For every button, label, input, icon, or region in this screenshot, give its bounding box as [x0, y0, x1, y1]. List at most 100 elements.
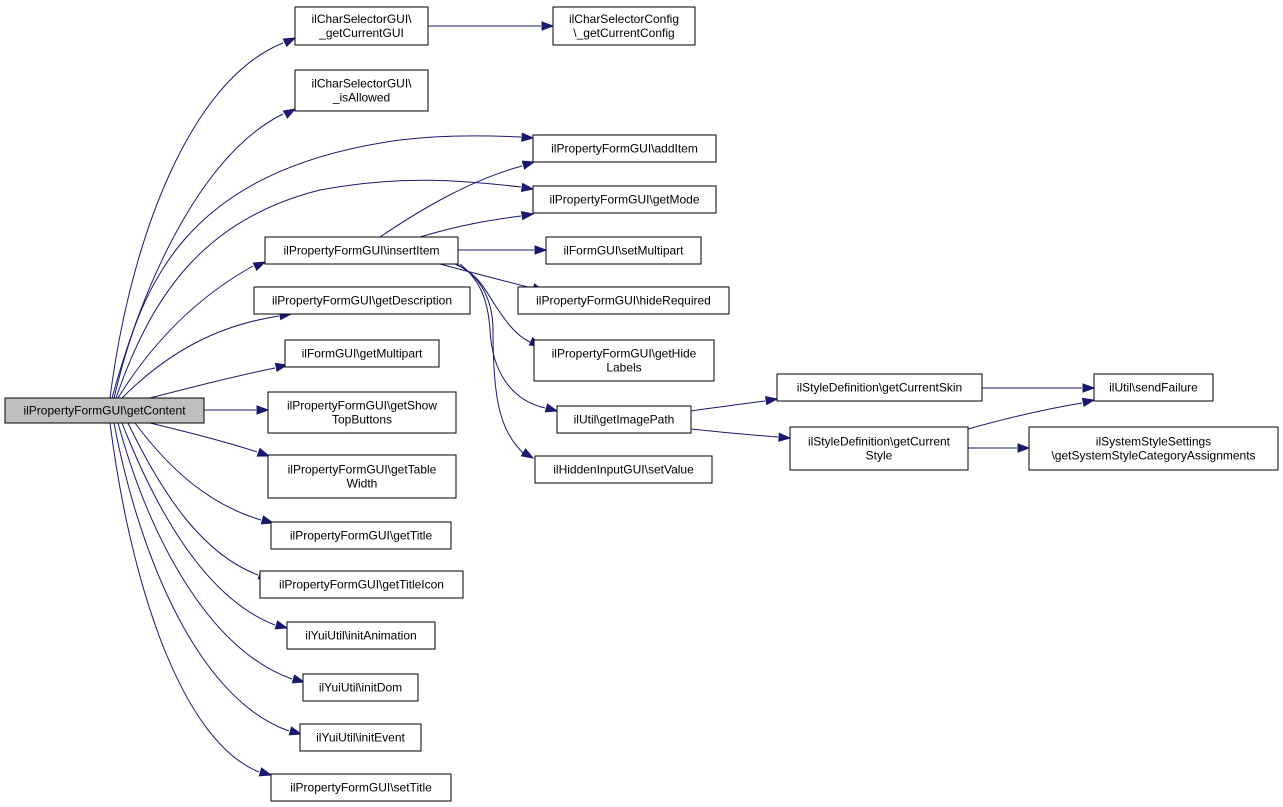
node-get-image-path[interactable]: ilUtil\getImagePath: [556, 405, 692, 434]
edge-getcontent-initdom-arrowhead: [291, 674, 306, 684]
node-label: \_getCurrentConfig: [573, 26, 674, 40]
node-box: [532, 185, 717, 214]
node-label: ilFormGUI\setMultipart: [563, 244, 684, 258]
edge-getcontent-additem-arrowhead: [521, 132, 535, 142]
node-box: [1093, 373, 1214, 402]
node-box: [556, 405, 692, 434]
edge-getcontent-getshowtopbuttons-arrowhead: [256, 405, 270, 415]
node-box: [264, 236, 459, 265]
node-box: [270, 773, 452, 802]
node-label: Style: [866, 449, 893, 463]
edge-getimagepath-getcurrentskin-arrowhead: [764, 395, 779, 406]
node-label: ilPropertyFormGUI\addItem: [551, 142, 698, 156]
node-label: ilCharSelectorGUI\: [311, 77, 412, 91]
edge-getcurrentstyle-sendfailure-arrowhead: [1081, 397, 1096, 408]
node-box: [284, 339, 440, 368]
node-add-item[interactable]: ilPropertyFormGUI\addItem: [532, 134, 717, 163]
node-label: \getSystemStyleCategoryAssignments: [1051, 449, 1255, 463]
edge-getcurrentskin-sendfailure-arrowhead: [1082, 383, 1096, 393]
edge-getcontent-gettitle: [134, 422, 262, 521]
edge-getcontent-gettablewidth: [149, 422, 258, 453]
node-get-description[interactable]: ilPropertyFormGUI\getDescription: [253, 286, 471, 315]
edge-getcontent-initevent-arrowhead: [288, 726, 303, 736]
node-label: ilCharSelectorGUI\: [311, 12, 412, 26]
node-label: _getCurrentGUI: [318, 26, 404, 40]
edge-insertitem-additem-arrowhead: [521, 160, 536, 170]
node-label: ilPropertyFormGUI\setTitle: [290, 781, 432, 795]
node-label: ilYuiUtil\initDom: [319, 681, 402, 695]
edge-insertitem-setvalue-arrowhead: [520, 448, 535, 459]
edge-insertitem-hiderequired: [439, 263, 533, 289]
edge-getcontent-gettablewidth-arrowhead: [256, 447, 271, 457]
edge-getcontent-getcurrentgui: [109, 42, 284, 399]
node-box: [286, 621, 436, 650]
edge-getcontent-initanimation: [121, 422, 276, 626]
node-init-dom[interactable]: ilYuiUtil\initDom: [302, 673, 419, 702]
edge-getcontent-getmultipart-arrowhead: [274, 362, 289, 373]
node-get-multipart[interactable]: ilFormGUI\getMultipart: [284, 339, 440, 368]
node-insert-item[interactable]: ilPropertyFormGUI\insertItem: [264, 236, 459, 265]
node-label: ilPropertyFormGUI\getShow: [287, 399, 437, 413]
node-box: [253, 286, 471, 315]
node-send-failure[interactable]: ilUtil\sendFailure: [1093, 373, 1214, 402]
edge-getcontent-getmode: [115, 179, 522, 399]
node-char-get-current-config[interactable]: ilCharSelectorConfig\_getCurrentConfig: [552, 6, 696, 46]
node-get-title[interactable]: ilPropertyFormGUI\getTitle: [270, 521, 452, 550]
node-label: ilPropertyFormGUI\getContent: [23, 404, 186, 418]
node-box: [789, 426, 969, 471]
node-set-multipart[interactable]: ilFormGUI\setMultipart: [545, 236, 702, 265]
edge-insertitem-getmode-arrowhead: [520, 210, 535, 221]
node-sys-style[interactable]: ilSystemStyleSettings\getSystemStyleCate…: [1028, 426, 1279, 471]
node-box: [259, 570, 464, 599]
node-label: ilYuiUtil\initEvent: [316, 731, 405, 745]
edge-getcontent-getcurrentgui-arrowhead: [282, 37, 297, 48]
node-get-current-skin[interactable]: ilStyleDefinition\getCurrentSkin: [776, 373, 983, 402]
node-label: ilSystemStyleSettings: [1096, 435, 1211, 449]
node-set-value[interactable]: ilHiddenInputGUI\setValue: [534, 455, 713, 484]
edge-getcurrentstyle-sysstyle-arrowhead: [1017, 443, 1031, 453]
node-box: [302, 673, 419, 702]
edge-insertitem-additem: [379, 165, 523, 238]
node-label: ilCharSelectorConfig: [569, 12, 679, 26]
node-label: ilPropertyFormGUI\getDescription: [272, 294, 452, 308]
node-init-event[interactable]: ilYuiUtil\initEvent: [299, 723, 422, 752]
node-label: ilPropertyFormGUI\getMode: [549, 193, 699, 207]
edge-getcontent-initevent: [113, 422, 290, 732]
node-get-title-icon[interactable]: ilPropertyFormGUI\getTitleIcon: [259, 570, 464, 599]
node-label: ilFormGUI\getMultipart: [302, 347, 423, 361]
node-label: ilHiddenInputGUI\setValue: [553, 463, 694, 477]
node-init-animation[interactable]: ilYuiUtil\initAnimation: [286, 621, 436, 650]
node-box: [533, 339, 715, 382]
node-char-get-current-g-u-i[interactable]: ilCharSelectorGUI\_getCurrentGUI: [294, 6, 429, 46]
node-box: [294, 69, 429, 112]
node-box: [776, 373, 983, 402]
node-label: ilPropertyFormGUI\getTable: [288, 463, 437, 477]
edge-getcontent-gettitle-arrowhead: [260, 515, 275, 525]
node-label: ilUtil\getImagePath: [574, 413, 675, 427]
node-box: [299, 723, 422, 752]
node-box: [294, 6, 429, 46]
node-label: _isAllowed: [332, 91, 390, 105]
node-char-is-allowed[interactable]: ilCharSelectorGUI\_isAllowed: [294, 69, 429, 112]
node-box: [267, 454, 457, 499]
node-label: ilPropertyFormGUI\hideRequired: [536, 294, 711, 308]
node-hide-required[interactable]: ilPropertyFormGUI\hideRequired: [517, 286, 730, 315]
edge-insertitem-getimagepath-arrowhead: [544, 403, 559, 413]
node-get-content[interactable]: ilPropertyFormGUI\getContent: [4, 397, 205, 424]
node-label: ilPropertyFormGUI\getTitle: [290, 529, 433, 543]
edge-getimagepath-getcurrentskin: [690, 400, 766, 412]
edge-insertitem-setvalue: [455, 263, 524, 454]
node-label: ilStyleDefinition\getCurrent: [808, 435, 951, 449]
node-box: [545, 236, 702, 265]
node-label: Labels: [606, 361, 641, 375]
edge-getcurrentstyle-sendfailure: [967, 402, 1083, 430]
node-label: ilPropertyFormGUI\getTitleIcon: [279, 578, 444, 592]
node-get-mode[interactable]: ilPropertyFormGUI\getMode: [532, 185, 717, 214]
node-box: [270, 521, 452, 550]
node-label: TopButtons: [332, 413, 392, 427]
node-set-title[interactable]: ilPropertyFormGUI\setTitle: [270, 773, 452, 802]
